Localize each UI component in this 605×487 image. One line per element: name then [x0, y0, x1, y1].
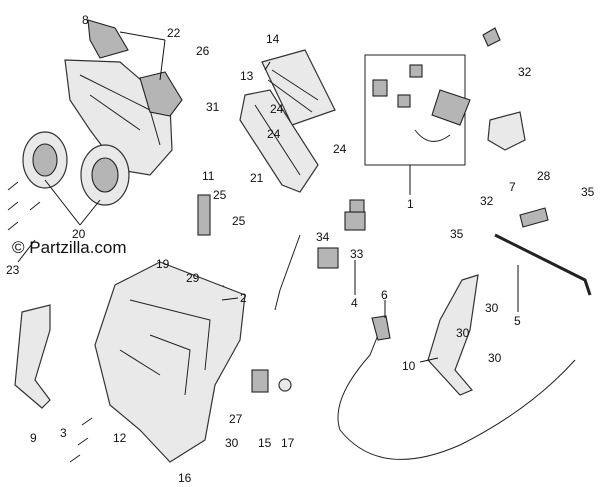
part-10-lever-cover — [427, 274, 479, 396]
part-3-clips — [69, 417, 93, 463]
callout-label: 27 — [229, 412, 243, 426]
part-14-panel — [261, 49, 336, 126]
callout-label: 6 — [381, 288, 388, 302]
callout-label: 4 — [351, 296, 358, 310]
callout-label: 32 — [480, 194, 494, 208]
callout-label: 24 — [270, 102, 284, 116]
callout-label: 30 — [485, 301, 499, 315]
callout-label: 35 — [450, 227, 464, 241]
watermark-text: © Partzilla.com — [12, 238, 127, 257]
callout-label: 2 — [240, 291, 247, 305]
part-6-cable — [337, 315, 576, 460]
callout-label: 28 — [537, 169, 551, 183]
callout-label: 21 — [250, 171, 264, 185]
callout-label: 30 — [488, 351, 502, 365]
callout-label: 19 — [156, 257, 170, 271]
callout-label: 9 — [30, 431, 37, 445]
callout-label: 12 — [113, 431, 127, 445]
leader-lines — [17, 31, 519, 363]
callout-label: 35 — [581, 185, 595, 199]
callout-label: 30 — [225, 436, 239, 450]
part-23-fasteners — [7, 181, 41, 231]
part-7-bracket — [487, 111, 526, 151]
callout-label: 25 — [213, 188, 227, 202]
part-5-rod — [494, 207, 592, 296]
part-15 — [251, 369, 269, 393]
callout-label: 34 — [316, 230, 330, 244]
callout-label: 13 — [240, 69, 254, 83]
callout-label: 17 — [281, 436, 295, 450]
part-4-switch-harness — [274, 199, 366, 311]
callout-label: 16 — [178, 471, 192, 485]
callout-label: 30 — [456, 326, 470, 340]
callout-label: 14 — [266, 32, 280, 46]
callout-label: 1 — [407, 197, 414, 211]
callout-label: 25 — [232, 214, 246, 228]
part-12-storage-box — [94, 261, 246, 463]
part-17 — [278, 378, 292, 392]
part-9-strip — [14, 304, 51, 409]
callout-label: 31 — [206, 100, 220, 114]
callout-label: 26 — [196, 44, 210, 58]
callout-label: 15 — [258, 436, 272, 450]
part-13-frame — [239, 89, 319, 193]
callout-label: 32 — [518, 65, 532, 79]
callout-label: 24 — [333, 142, 347, 156]
part-1-lock-set — [364, 27, 501, 166]
callout-label: 7 — [509, 180, 516, 194]
callout-label: 29 — [186, 271, 200, 285]
part-20-speakers — [22, 131, 130, 206]
callout-label: 20 — [72, 227, 86, 241]
callout-label: 10 — [402, 359, 416, 373]
callout-label: 11 — [202, 169, 215, 183]
part-11 — [197, 194, 211, 236]
callout-label: 23 — [6, 263, 20, 277]
callout-label: 22 — [167, 26, 181, 40]
callout-label: 8 — [82, 13, 89, 27]
callout-label: 5 — [514, 314, 521, 328]
callout-label: 3 — [60, 426, 67, 440]
callout-label: 24 — [267, 127, 281, 141]
callout-label: 33 — [350, 247, 364, 261]
